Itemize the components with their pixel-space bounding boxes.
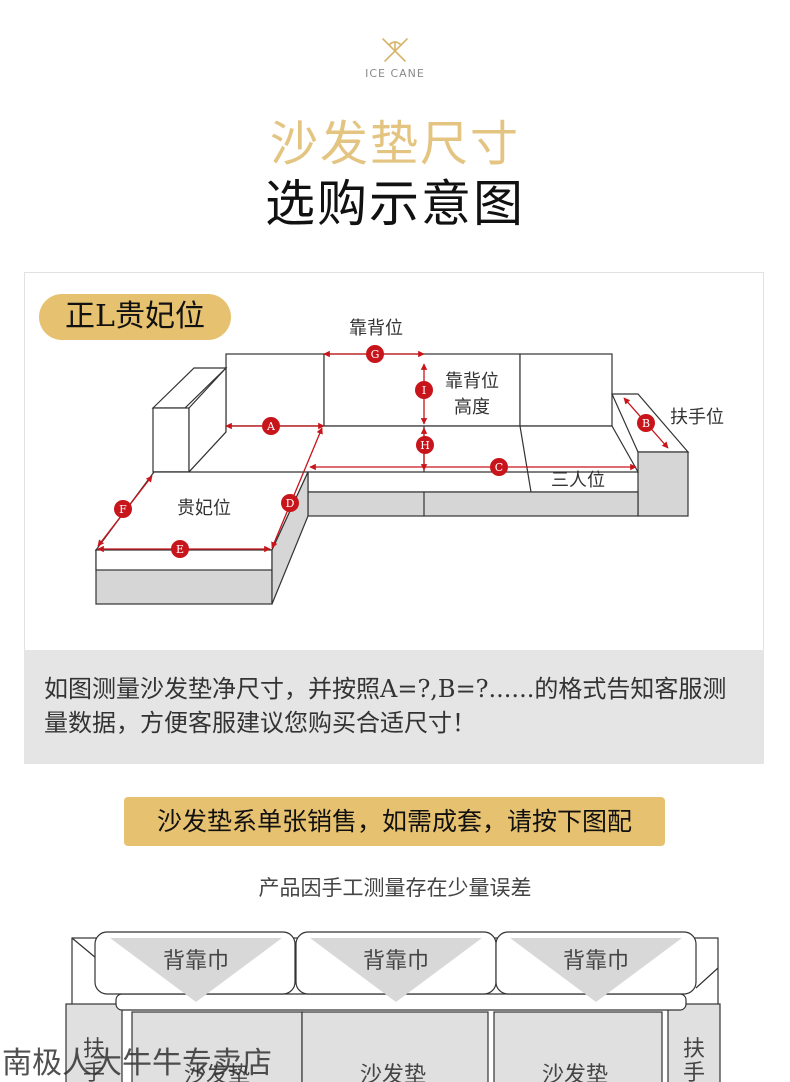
back-towel-3: 背靠巾	[563, 949, 629, 974]
brand-logo-icon	[382, 38, 408, 62]
label-armrest: 扶手位	[670, 407, 724, 428]
dimension-markers: A G I H C B D E F	[114, 345, 655, 558]
label-backrest: 靠背位	[349, 318, 403, 339]
sale-banner: 沙发垫系单张销售，如需成套，请按下图配	[124, 797, 665, 846]
svg-text:E: E	[176, 543, 184, 556]
page-title-line1: 沙发垫尺寸	[269, 116, 520, 172]
label-chaise: 贵妃位	[177, 498, 231, 519]
svg-text:A: A	[266, 420, 276, 433]
marker-a: A	[262, 417, 280, 435]
marker-g: H	[416, 436, 434, 454]
svg-text:H: H	[420, 439, 430, 452]
cushion-3: 沙发垫	[542, 1063, 608, 1082]
svg-text:I: I	[422, 384, 426, 397]
label-backrest-height-1: 靠背位	[445, 371, 499, 392]
label-three-seat: 三人位	[551, 470, 605, 491]
l-sofa-diagram: A G I H C B D E F 靠背位 靠背位 高度 扶手位 三人位 贵妃位	[94, 318, 724, 605]
cushion-1: 沙发垫	[184, 1063, 250, 1082]
marker-c: C	[490, 458, 508, 476]
measure-instructions: 如图测量沙发垫净尺寸，并按照A=?,B=?......的格式告知客服测量数据，方…	[24, 650, 764, 764]
set-diagram: 背靠巾 背靠巾 背靠巾 沙发垫 沙发垫 沙发垫 扶手 扶手	[65, 931, 721, 1082]
back-cushion-3	[519, 353, 613, 427]
back-cushion-1	[225, 353, 325, 427]
marker-f: F	[114, 500, 132, 518]
armrest-left: 扶手	[83, 1037, 105, 1082]
cushion-2: 沙发垫	[360, 1063, 426, 1082]
svg-text:F: F	[119, 503, 127, 516]
svg-text:D: D	[286, 497, 295, 510]
marker-h: G	[366, 345, 384, 363]
page-title-line2: 选购示意图	[265, 175, 525, 233]
sofa-type-badge: 正L贵妃位	[39, 294, 231, 340]
marker-i: I	[415, 381, 433, 399]
brand-name: ICE CANE	[365, 67, 425, 80]
error-note: 产品因手工测量存在少量误差	[258, 876, 532, 900]
svg-text:B: B	[642, 417, 650, 430]
label-backrest-height-2: 高度	[454, 397, 490, 418]
back-towel-1: 背靠巾	[163, 949, 229, 974]
marker-d: D	[281, 494, 299, 512]
marker-b: B	[637, 414, 655, 432]
marker-e: E	[171, 540, 189, 558]
store-watermark: 南极人大牛牛专卖店	[2, 1046, 272, 1081]
armrest-right: 扶手	[683, 1037, 705, 1082]
back-towel-2: 背靠巾	[363, 949, 429, 974]
svg-text:C: C	[495, 461, 503, 474]
svg-text:G: G	[371, 348, 380, 361]
